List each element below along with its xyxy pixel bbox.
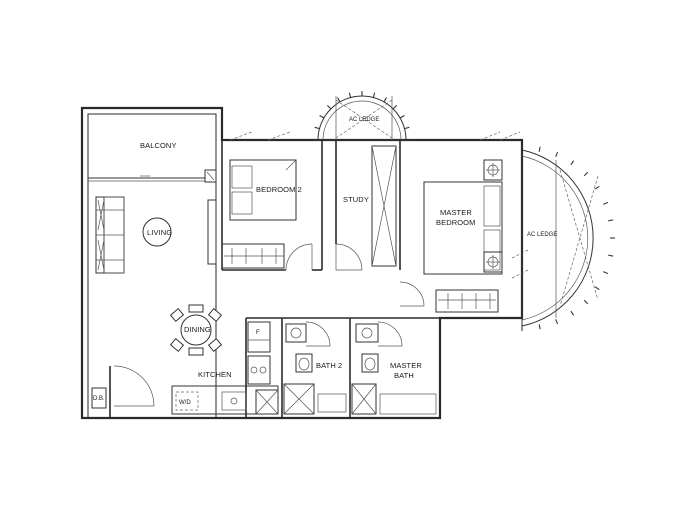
- balcony-area: [88, 169, 217, 183]
- ac-ledge-right-fin: [603, 201, 609, 205]
- ac-ledge-top-fin: [383, 97, 387, 103]
- living-label: LIVING: [147, 228, 172, 237]
- ac-ledge-right-fin: [538, 324, 541, 330]
- study-label: STUDY: [343, 195, 369, 204]
- master-bath-fixtures: [351, 321, 437, 415]
- ac-ledge-right-fin: [570, 160, 575, 166]
- ac-ledge-right-fin: [608, 254, 614, 257]
- bedroom2-area: [221, 131, 323, 271]
- fridge-label: F: [256, 330, 260, 336]
- ac-ledge-top-fin: [348, 92, 352, 98]
- ac-ledge-top-fin: [399, 115, 405, 119]
- ac-ledge-top-fin: [314, 126, 320, 130]
- ac-ledge-right-fin: [538, 146, 541, 152]
- ac-ledge-right: [521, 145, 615, 331]
- dining-label: DINING: [184, 325, 211, 334]
- ac-ledge-top-fin: [404, 126, 410, 130]
- master-bedroom-area: [399, 131, 529, 313]
- bath2-label: BATH 2: [316, 361, 342, 370]
- ac-ledge-right-fin: [555, 319, 559, 325]
- ac-ledge-right-fin: [603, 271, 609, 275]
- ac-ledge-right-fin: [608, 219, 614, 222]
- dining-set: [169, 304, 223, 356]
- master-bedroom-label-2: BEDROOM: [436, 218, 475, 227]
- kitchen-fixtures: [91, 321, 279, 418]
- ac-ledge-right-label: AC LEDGE: [527, 232, 557, 238]
- ac-ledge-right-fin: [583, 171, 589, 177]
- bath2-fixtures: [283, 321, 347, 415]
- ac-ledge-right-fin: [583, 299, 589, 305]
- wd-label: W/D: [179, 400, 191, 406]
- ac-ledge-top-fin: [337, 97, 341, 103]
- kitchen-label: KITCHEN: [198, 370, 232, 379]
- ac-ledge-top-fin: [392, 104, 398, 110]
- master-bath-label-2: BATH: [394, 371, 414, 380]
- balcony-label: BALCONY: [140, 141, 177, 150]
- ac-ledge-right-fin: [594, 185, 600, 190]
- living-coffee-table: [142, 217, 172, 247]
- tv-console: [207, 199, 217, 265]
- ac-ledge-right-fin: [594, 286, 600, 291]
- bedroom2-label: BEDROOM 2: [256, 185, 302, 194]
- ac-ledge-right-fin: [555, 151, 559, 157]
- db-label: D.B.: [93, 396, 105, 402]
- ac-ledge-top-fin: [319, 115, 325, 119]
- ac-ledge-top-fin: [372, 92, 376, 98]
- master-bath-label-1: MASTER: [390, 361, 422, 370]
- ac-ledge-top-fin: [326, 104, 332, 110]
- study-area: [335, 140, 401, 271]
- living-sofa: [95, 196, 125, 274]
- master-bedroom-label-1: MASTER: [440, 208, 472, 217]
- ac-ledge-right-fin: [570, 310, 575, 316]
- ac-ledge-top-label: AC LEDGE: [349, 117, 379, 123]
- ac-ledge-top: [313, 91, 411, 141]
